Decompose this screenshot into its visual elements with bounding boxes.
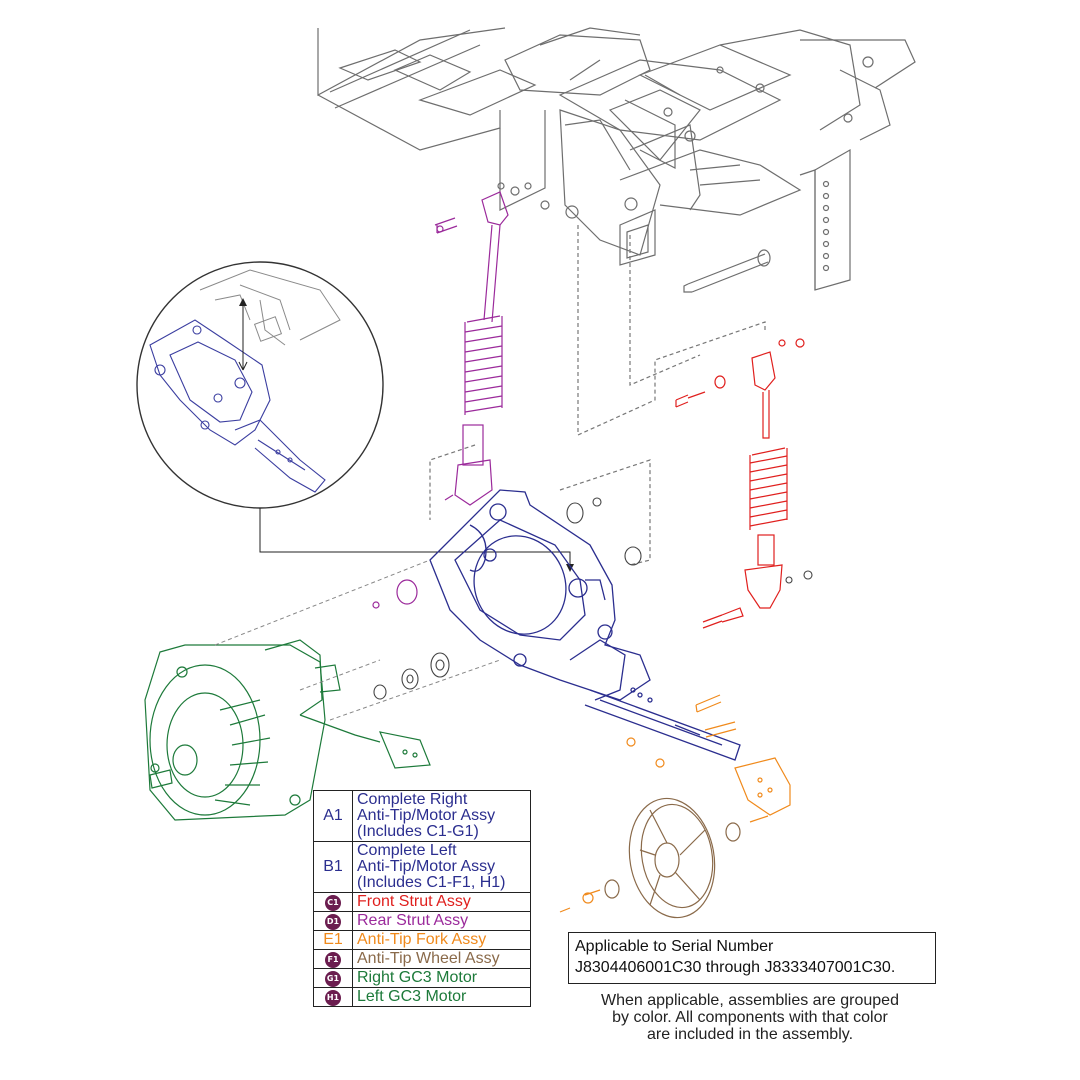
anti-tip-wheel-assembly — [604, 797, 741, 919]
legend-code-badge: G1 — [325, 971, 341, 987]
legend-code: B1 — [323, 858, 343, 875]
legend-code-cell: A1 — [313, 790, 353, 842]
legend-description-cell: Left GC3 Motor — [352, 987, 531, 1007]
legend-code-badge: F1 — [325, 952, 341, 968]
legend-description-cell: Right GC3 Motor — [352, 968, 531, 988]
legend-code-cell: C1 — [313, 892, 353, 912]
legend-label: Complete Right — [357, 791, 468, 808]
legend-label: Anti-Tip/Motor Assy — [357, 858, 496, 875]
legend-label: (Includes C1-G1) — [357, 823, 479, 840]
legend-row: G1 Right GC3 Motor — [313, 968, 531, 988]
legend-row: E1 Anti-Tip Fork Assy — [313, 930, 531, 950]
legend-code: A1 — [323, 807, 343, 824]
anti-tip-motor-assembly — [429, 489, 741, 761]
legend-code-cell: E1 — [313, 930, 353, 950]
legend-row: D1 Rear Strut Assy — [313, 911, 531, 931]
legend-label: Left GC3 Motor — [357, 988, 467, 1005]
legend-label: Front Strut Assy — [357, 893, 471, 910]
legend-label: Rear Strut Assy — [357, 912, 469, 929]
legend-code-cell: H1 — [313, 987, 353, 1007]
legend-label: Anti-Tip Wheel Assy — [357, 950, 500, 967]
color-grouping-note: When applicable, assemblies are grouped … — [580, 992, 920, 1043]
frame-assembly — [317, 27, 916, 566]
legend-code-badge: C1 — [325, 895, 341, 911]
legend-label: Right GC3 Motor — [357, 969, 478, 986]
legend-label: Complete Left — [357, 842, 457, 859]
note-line-1: When applicable, assemblies are grouped — [601, 992, 899, 1009]
legend-row: C1 Front Strut Assy — [313, 892, 531, 912]
note-line-3: are included in the assembly. — [646, 1026, 854, 1043]
serial-heading: Applicable to Serial Number — [575, 938, 774, 955]
legend-code-badge: H1 — [325, 990, 341, 1006]
legend-code: E1 — [323, 931, 343, 948]
legend-code-cell: F1 — [313, 949, 353, 969]
legend-row: F1 Anti-Tip Wheel Assy — [313, 949, 531, 969]
legend-code-cell: G1 — [313, 968, 353, 988]
anti-tip-fork-assembly — [559, 694, 791, 913]
legend-code-badge: D1 — [325, 914, 341, 930]
hardware-washers — [373, 497, 813, 700]
detail-inset — [136, 261, 574, 572]
legend-description-cell: Front Strut Assy — [352, 892, 531, 912]
gc3-motor — [144, 639, 431, 821]
legend-row: H1 Left GC3 Motor — [313, 987, 531, 1007]
rear-strut-assembly — [372, 191, 509, 609]
legend-description-cell: Anti-Tip Wheel Assy — [352, 949, 531, 969]
legend-label: Anti-Tip Fork Assy — [357, 931, 487, 948]
legend-description-cell: Rear Strut Assy — [352, 911, 531, 931]
legend-code-cell: D1 — [313, 911, 353, 931]
legend-description-cell: Anti-Tip Fork Assy — [352, 930, 531, 950]
serial-number-box: Applicable to Serial Number J8304406001C… — [568, 932, 936, 984]
serial-range: J8304406001C30 through J8333407001C30. — [575, 959, 896, 976]
legend-code-cell: B1 — [313, 841, 353, 893]
note-line-2: by color. All components with that color — [612, 1009, 888, 1026]
front-strut-assembly — [675, 338, 805, 629]
legend-label: (Includes C1-F1, H1) — [357, 874, 506, 891]
legend-label: Anti-Tip/Motor Assy — [357, 807, 496, 824]
